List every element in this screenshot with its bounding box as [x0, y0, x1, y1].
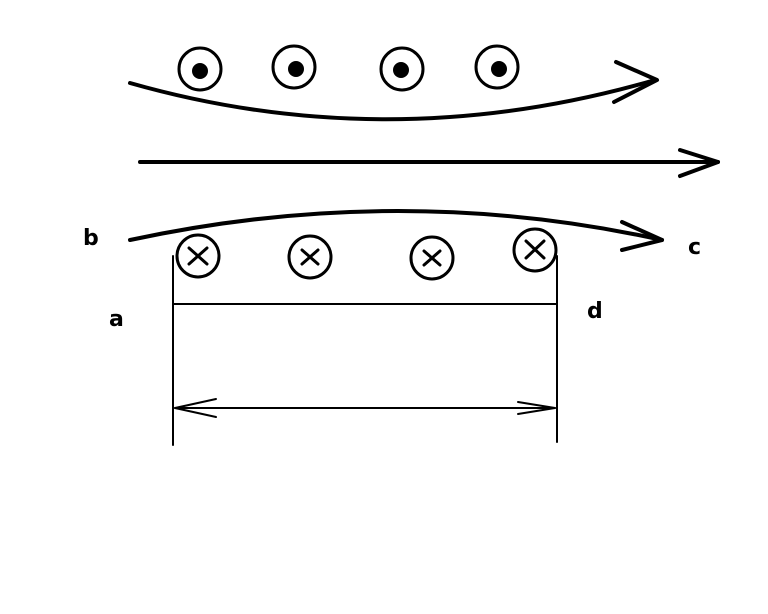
out-of-page-symbol — [379, 46, 425, 92]
out-of-page-symbol — [474, 44, 520, 90]
into-page-symbol — [409, 235, 455, 281]
middle-straight-arrow — [138, 148, 720, 178]
region-bracket — [172, 255, 558, 446]
out-of-page-symbol — [271, 44, 317, 90]
out-of-page-symbol — [177, 46, 223, 92]
label-d: d — [587, 299, 603, 324]
label-b: b — [83, 226, 99, 251]
into-page-symbol — [512, 227, 558, 273]
label-c: c — [688, 235, 701, 260]
into-page-symbol — [287, 234, 333, 280]
label-a: a — [109, 307, 124, 332]
bottom-curved-arrow — [128, 209, 664, 252]
width-double-arrow — [174, 398, 556, 418]
into-page-symbol — [175, 233, 221, 279]
top-curved-arrow — [128, 60, 659, 122]
